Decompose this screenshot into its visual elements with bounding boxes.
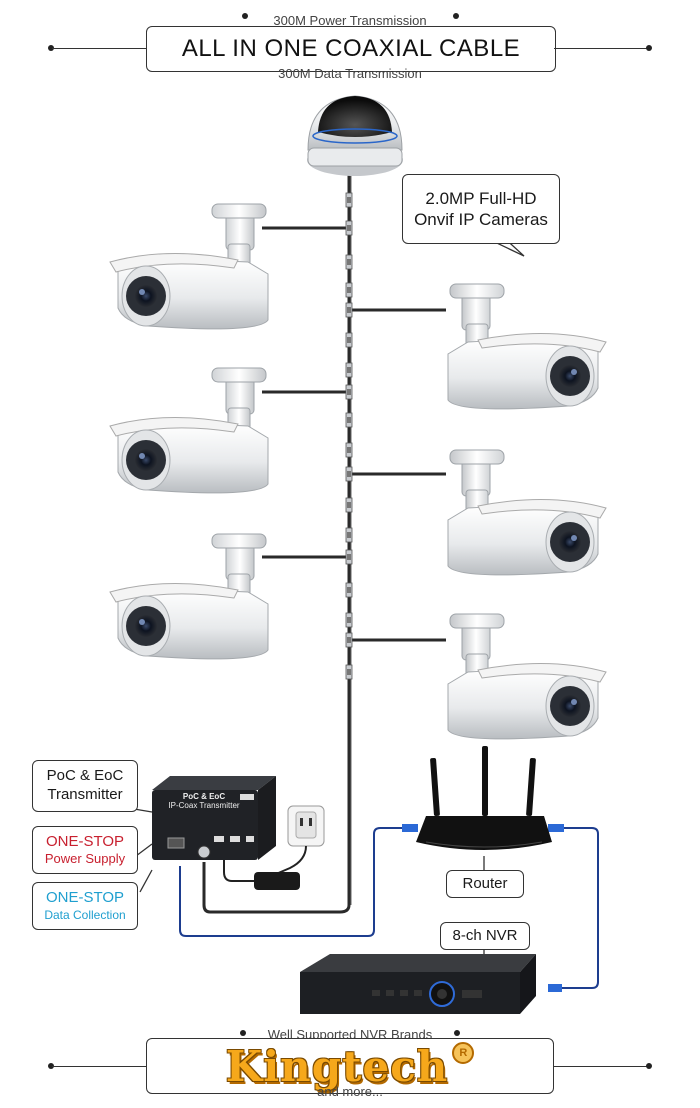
power-supply-box: ONE-STOP Power Supply xyxy=(32,826,138,874)
brand-logo: Kingtech xyxy=(225,1041,449,1091)
footer-top-dot-left xyxy=(240,1030,246,1036)
bullet-camera-icon xyxy=(448,450,606,575)
footer-top-dot-right xyxy=(454,1030,460,1036)
transmitter-label: PoC & EoC Transmitter xyxy=(32,760,138,812)
nvr-label: 8-ch NVR xyxy=(440,922,530,950)
page-title: ALL IN ONE COAXIAL CABLE xyxy=(146,26,556,72)
transmitter-icon xyxy=(152,776,276,860)
camera-callout-line2: Onvif IP Cameras xyxy=(414,210,548,229)
router-icon xyxy=(416,746,552,850)
header-left-dot xyxy=(48,45,54,51)
registered-mark: R xyxy=(452,1042,475,1064)
header-top-line: 300M Power Transmission xyxy=(273,13,427,28)
camera-callout-line1: 2.0MP Full-HD xyxy=(425,188,537,208)
transmitter-device-line1: PoC & EoC xyxy=(182,792,226,801)
camera-callout: 2.0MP Full-HD Onvif IP Cameras xyxy=(402,174,560,244)
bullet-camera-icon xyxy=(109,203,269,330)
footer-left-rule xyxy=(52,1066,146,1068)
footer-right-dot xyxy=(646,1063,652,1069)
bullet-camera-icon xyxy=(109,533,269,660)
transmitter-device-label: PoC & EoC IP-Coax Transmitter xyxy=(164,792,244,810)
header-right-rule xyxy=(554,48,648,50)
power-supply-line1: ONE-STOP xyxy=(45,832,125,850)
transmitter-label-line1: PoC & EoC xyxy=(46,767,124,785)
transmitter-device-line2: IP-Coax Transmitter xyxy=(168,801,240,811)
header-right-dot xyxy=(646,45,652,51)
footer-right-rule xyxy=(554,1066,648,1068)
router-label: Router xyxy=(446,870,524,898)
nvr-icon xyxy=(300,954,536,1014)
transmitter-label-line2: Transmitter xyxy=(47,786,123,803)
footer-left-dot xyxy=(48,1063,54,1069)
bullet-camera-icon xyxy=(109,367,269,494)
header-top-dot-left xyxy=(242,13,248,19)
power-adapter-icon xyxy=(254,872,300,890)
footer-bottom-line: and more... xyxy=(317,1084,383,1099)
header-bottom-line: 300M Data Transmission xyxy=(278,66,422,81)
data-collection-box: ONE-STOP Data Collection xyxy=(32,882,138,930)
data-collection-line1: ONE-STOP xyxy=(45,889,125,907)
bullet-camera-icon xyxy=(448,614,606,739)
dome-camera-icon xyxy=(307,95,403,176)
header-top-dot-right xyxy=(453,13,459,19)
power-supply-line2: Power Supply xyxy=(44,851,126,867)
brand-box: Kingtech R xyxy=(146,1038,554,1094)
wall-outlet-icon xyxy=(287,805,325,847)
header-left-rule xyxy=(52,48,146,50)
data-collection-line2: Data Collection xyxy=(44,907,126,922)
bullet-camera-icon xyxy=(448,284,606,409)
